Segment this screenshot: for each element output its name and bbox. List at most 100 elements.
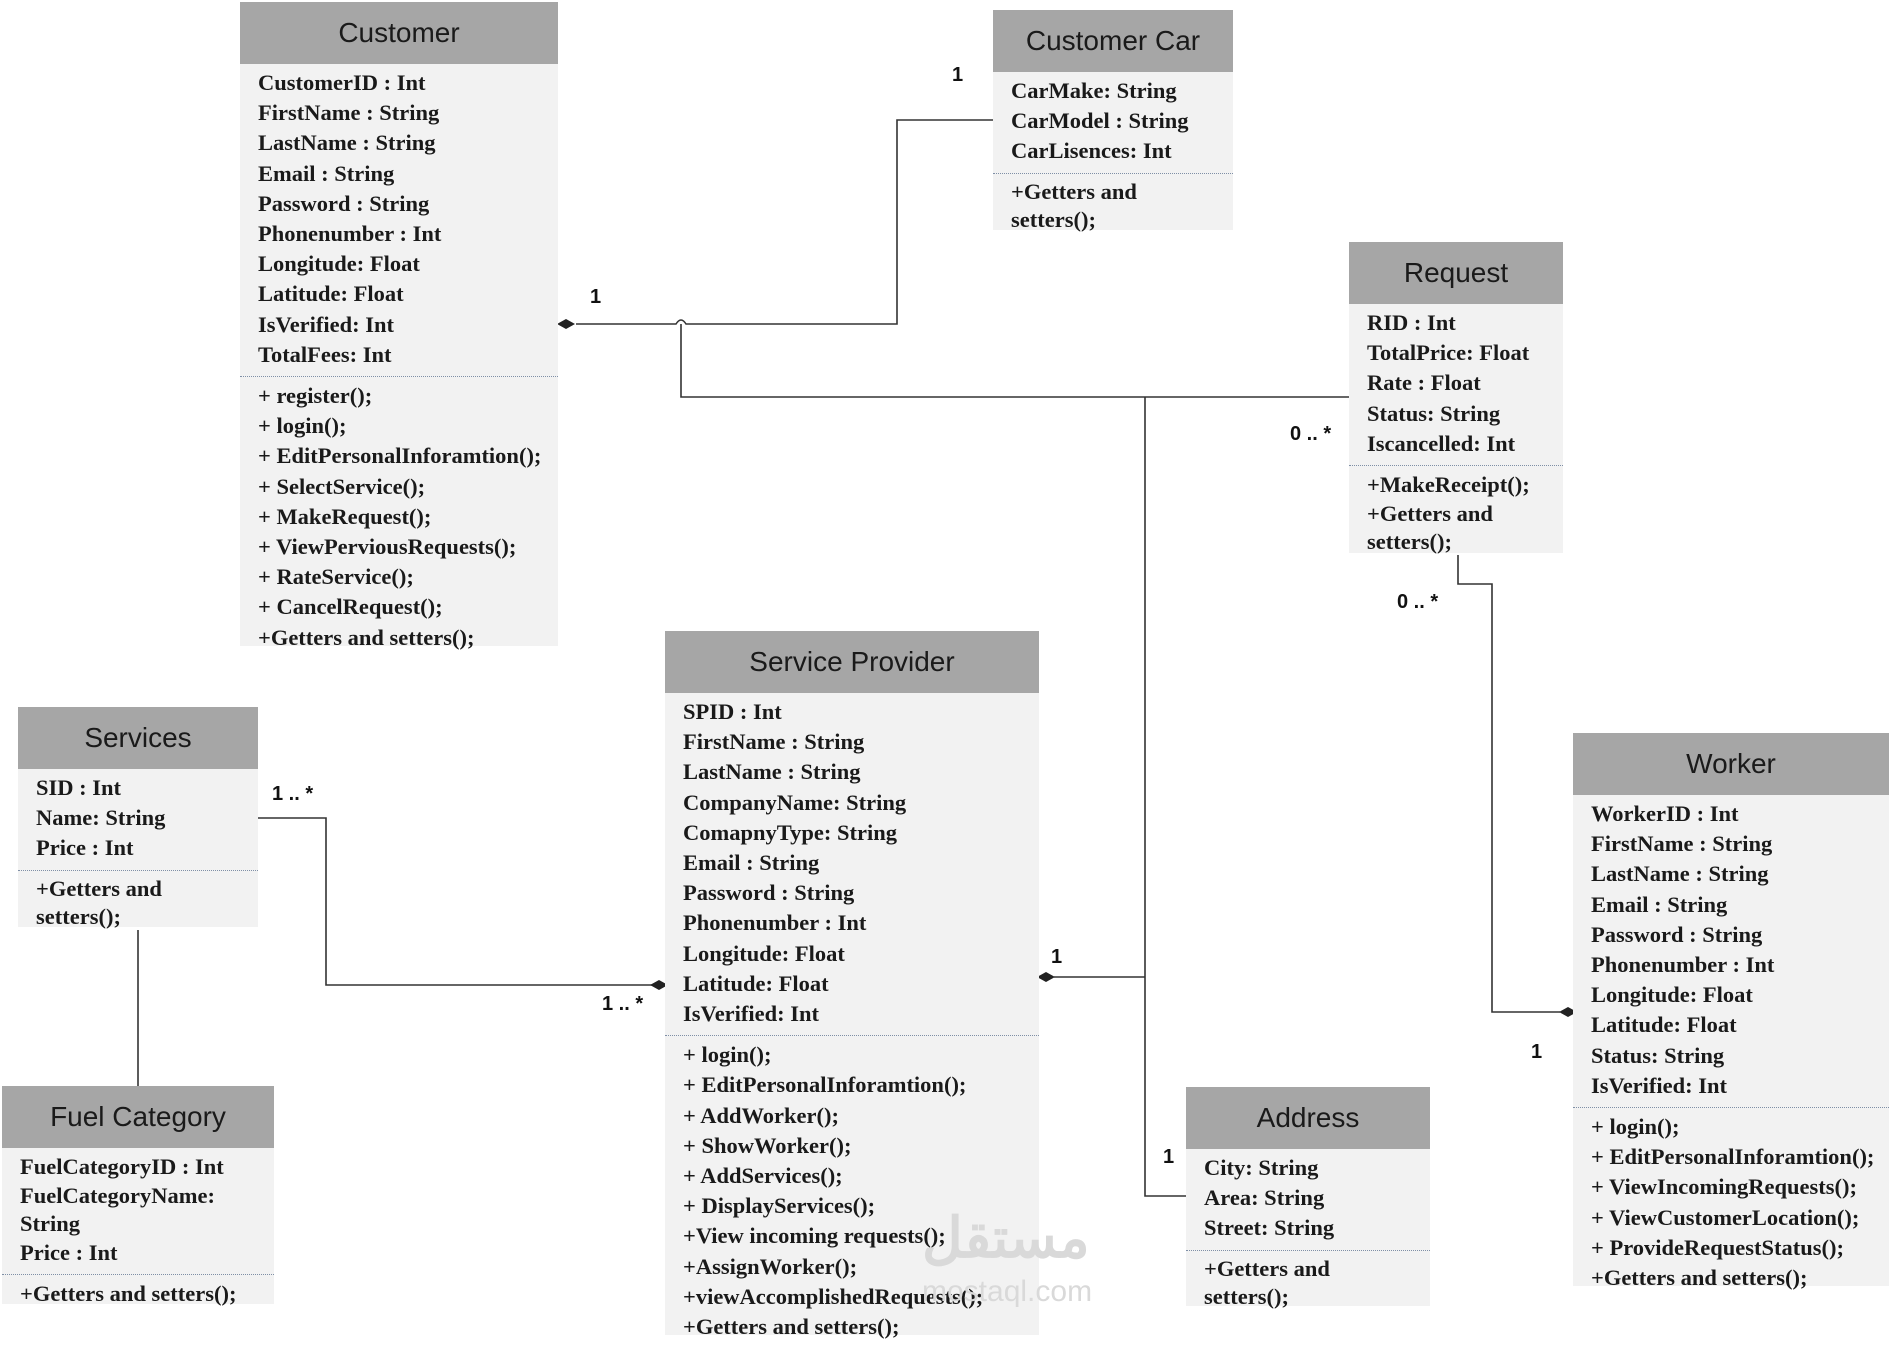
method: + EditPersonalInforamtion(); <box>683 1072 967 1098</box>
attribute: Latitude: Float <box>1591 1012 1737 1038</box>
attribute: Price : Int <box>20 1240 118 1266</box>
attribute: Latitude: Float <box>258 281 404 307</box>
attribute: Street: String <box>1204 1215 1335 1241</box>
method: + MakeRequest(); <box>258 503 432 529</box>
class-title: Customer <box>240 2 558 64</box>
diamond-worker <box>1559 1007 1577 1017</box>
method: +Getters and setters(); <box>20 1281 237 1307</box>
method: + ShowWorker(); <box>683 1132 852 1158</box>
attributes: SID : Int Name: String Price : Int <box>18 769 258 870</box>
line-request-worker <box>1457 555 1560 1013</box>
method: + register(); <box>258 383 373 409</box>
method: + login(); <box>1591 1114 1680 1140</box>
diamond-provider-left <box>650 980 668 990</box>
class-title: Service Provider <box>665 631 1039 693</box>
attribute: Phonenumber : Int <box>1591 952 1775 978</box>
attribute: Email : String <box>1591 891 1728 917</box>
multiplicity-request-customer: 0 .. * <box>1290 423 1332 445</box>
attribute: FirstName : String <box>1591 831 1773 857</box>
multiplicity-customer: 1 <box>590 286 602 308</box>
attribute: Password : String <box>258 190 430 216</box>
method: + ProvideRequestStatus(); <box>1591 1234 1845 1260</box>
method: +Getters and setters(); <box>683 1314 900 1340</box>
attribute: WorkerID : Int <box>1591 801 1739 826</box>
multiplicity-services: 1 .. * <box>272 783 314 805</box>
class-title: Request <box>1349 242 1563 304</box>
attribute: IsVerified: Int <box>258 311 395 337</box>
attributes: SPID : Int FirstName : String LastName :… <box>665 693 1039 1035</box>
method: +MakeReceipt(); <box>1367 472 1530 498</box>
attribute: CarMake: String <box>1011 78 1177 103</box>
method: + SelectService(); <box>258 473 426 499</box>
methods: + login(); + EditPersonalInforamtion(); … <box>1573 1107 1889 1299</box>
class-customer: Customer CustomerID : Int FirstName : St… <box>240 2 558 650</box>
attribute: Phonenumber : Int <box>683 910 867 936</box>
class-customer-car: Customer Car CarMake: String CarModel : … <box>993 10 1233 232</box>
attribute: Password : String <box>1591 921 1763 947</box>
method: + EditPersonalInforamtion(); <box>1591 1144 1875 1170</box>
methods: +Getters and setters(); <box>993 172 1233 240</box>
line-trunk-vertical <box>1144 397 1186 1197</box>
attribute: IsVerified: Int <box>683 1001 820 1027</box>
method: + AddServices(); <box>683 1163 843 1189</box>
watermark-arabic: مستقل <box>922 1206 1090 1269</box>
line-services-provider <box>258 817 654 986</box>
methods: +MakeReceipt(); +Getters and setters(); <box>1349 465 1563 562</box>
attribute: Iscancelled: Int <box>1367 430 1516 456</box>
attribute: Rate : Float <box>1367 370 1481 396</box>
line-customer-request <box>680 324 1349 398</box>
attribute: LastName : String <box>683 759 861 785</box>
attribute: Area: String <box>1204 1185 1325 1211</box>
class-title: Address <box>1186 1087 1430 1149</box>
attribute: CompanyName: String <box>683 789 907 815</box>
diamond-customer <box>557 319 575 329</box>
attribute: Email : String <box>258 160 395 186</box>
attribute: Status: String <box>1367 400 1501 426</box>
attribute: Email : String <box>683 850 820 876</box>
attributes: FuelCategoryID : Int FuelCategoryName: S… <box>2 1148 274 1274</box>
multiplicity-provider-right: 1 <box>1051 946 1063 968</box>
attribute: Status: String <box>1591 1042 1725 1068</box>
method: + AddWorker(); <box>683 1102 839 1128</box>
attributes: RID : Int TotalPrice: Float Rate : Float… <box>1349 304 1563 465</box>
attribute: Phonenumber : Int <box>258 221 442 247</box>
class-title: Worker <box>1573 733 1889 795</box>
attributes: City: String Area: String Street: String <box>1186 1149 1430 1250</box>
attribute: FuelCategoryName: String <box>20 1183 215 1237</box>
method: +Getters and setters(); <box>258 624 475 650</box>
attribute: SID : Int <box>36 775 122 800</box>
method: + ViewPerviousRequests(); <box>258 534 517 560</box>
methods: +Getters and setters(); <box>1186 1249 1430 1317</box>
class-title: Customer Car <box>993 10 1233 72</box>
class-fuel-category: Fuel Category FuelCategoryID : Int FuelC… <box>2 1086 274 1306</box>
method: + ViewCustomerLocation(); <box>1591 1204 1860 1230</box>
method: +View incoming requests(); <box>683 1223 946 1249</box>
class-service-provider: Service Provider SPID : Int FirstName : … <box>665 631 1039 1339</box>
class-worker: Worker WorkerID : Int FirstName : String… <box>1573 733 1889 1290</box>
attribute: Longitude: Float <box>683 940 845 966</box>
multiplicity-worker: 1 <box>1531 1041 1543 1063</box>
method: + EditPersonalInforamtion(); <box>258 443 542 469</box>
multiplicity-provider-services: 1 .. * <box>602 993 644 1015</box>
class-title: Fuel Category <box>2 1086 274 1148</box>
class-title: Services <box>18 707 258 769</box>
attribute: Longitude: Float <box>1591 982 1753 1008</box>
methods: + login(); + EditPersonalInforamtion(); … <box>665 1035 1039 1348</box>
attribute: SPID : Int <box>683 699 782 724</box>
attribute: CarLisences: Int <box>1011 138 1172 164</box>
multiplicity-request-worker: 0 .. * <box>1397 591 1439 613</box>
method: +AssignWorker(); <box>683 1253 858 1279</box>
method: + RateService(); <box>258 564 414 590</box>
method: + login(); <box>258 413 347 439</box>
attributes: CustomerID : Int FirstName : String Last… <box>240 64 558 376</box>
line-customer-car <box>576 119 993 325</box>
attribute: FuelCategoryID : Int <box>20 1154 224 1179</box>
attribute: City: String <box>1204 1155 1319 1180</box>
attribute: TotalPrice: Float <box>1367 340 1530 366</box>
method: +viewAccomplishedRequests(); <box>683 1283 984 1309</box>
class-request: Request RID : Int TotalPrice: Float Rate… <box>1349 242 1563 554</box>
attribute: Password : String <box>683 880 855 906</box>
method: +Getters and setters(); <box>1367 501 1493 555</box>
methods: +Getters and setters(); <box>18 869 258 937</box>
